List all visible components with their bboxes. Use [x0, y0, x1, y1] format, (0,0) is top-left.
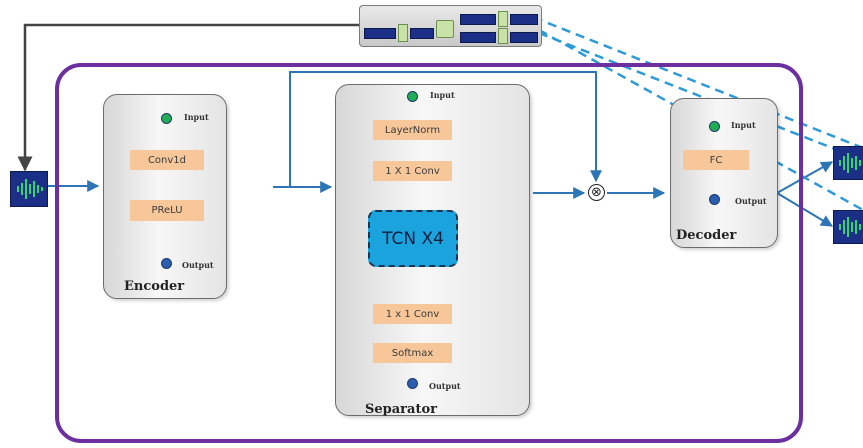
feedback-line	[17, 23, 359, 172]
input-waveform-icon	[10, 171, 48, 207]
separator-softmax-op: Softmax	[373, 343, 452, 363]
encoder-title: Encoder	[124, 279, 185, 294]
separator-title: Separator	[365, 402, 437, 417]
separator-input-port	[407, 91, 418, 102]
encoder-input-port	[161, 113, 172, 124]
encoder-input-label: Input	[184, 112, 209, 122]
multiply-node: ⊗	[588, 184, 605, 201]
decoder-block	[670, 98, 778, 248]
separator-conv1x1-op: 1 X 1 Conv	[373, 161, 452, 181]
encoder-output-port	[161, 258, 172, 269]
separator-output-port	[407, 378, 418, 389]
decoder-title: Decoder	[676, 228, 737, 243]
decoder-input-label: Input	[731, 120, 756, 130]
model-frame	[55, 63, 803, 443]
encoder-output-label: Output	[182, 260, 214, 270]
dashed-link-1	[538, 31, 863, 162]
dashed-link-3	[519, 10, 863, 150]
separator-output-label: Output	[429, 381, 461, 391]
decoder-output-port	[709, 194, 720, 205]
separator-input-label: Input	[430, 90, 455, 100]
output-waveform-icon-2	[833, 210, 863, 244]
decoder-output-label: Output	[735, 196, 767, 206]
encoder-prelu-op: PReLU	[130, 200, 204, 221]
separator-layernorm-op: LayerNorm	[373, 120, 452, 140]
tcn-block: TCN X4	[368, 210, 458, 267]
decoder-input-port	[709, 121, 720, 132]
encoder-conv1d-op: Conv1d	[130, 150, 204, 170]
separator-conv1x1-bottom-op: 1 x 1 Conv	[373, 304, 452, 324]
output-waveform-icon-1	[833, 146, 863, 180]
skip-connection	[289, 71, 602, 187]
decoder-fc-op: FC	[683, 150, 749, 170]
decoder-output-branch-bottom	[776, 192, 834, 227]
model-thumbnail-icon	[359, 5, 542, 47]
